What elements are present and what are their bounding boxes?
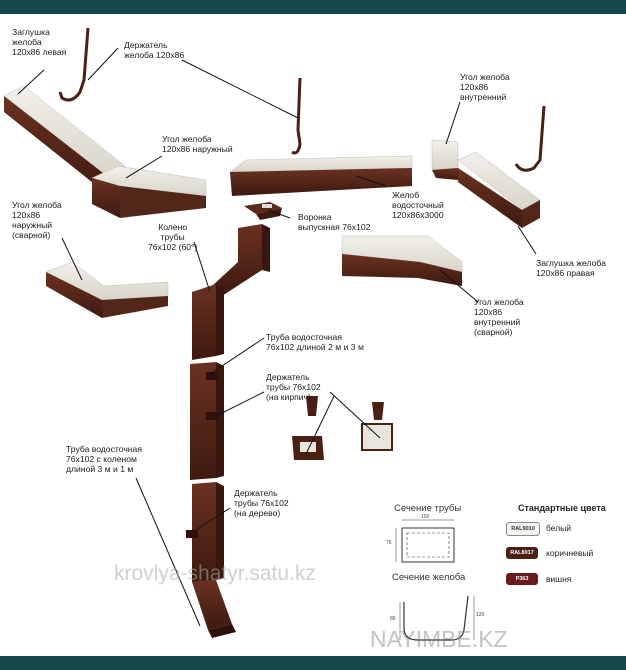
swatch-white-name: белый [546,523,572,533]
label-pipe-elbow: Труба водосточная 76х102 с коленом длино… [66,444,142,474]
funnel-piece [244,202,282,220]
swatch-cherry: P363 [506,573,538,585]
gutter-corner-inner-welded-piece [341,235,463,286]
swatch-brown: RAL8017 [506,547,538,559]
leader-lines [17,47,537,627]
swatch-brown-name: коричневый [546,548,594,558]
label-cap-right: Заглушка желоба 120х86 правая [536,258,606,278]
pipe-height-dim: 76 [386,540,392,546]
gutter-straight-piece [229,155,413,196]
label-elbow: Колено трубы 76х102 (60°) [148,222,198,252]
label-funnel: Воронка выпускная 76х102 [298,212,371,232]
pipe-section-title: Сечение трубы [394,503,462,514]
label-corner-inner: Угол желоба 120х86 внутренний [460,72,510,102]
gutter-corner-inner-piece [431,139,541,228]
pipe-width-dim: 102 [421,514,430,520]
colors-title: Стандартные цвета [518,503,606,513]
pipe-section-drawing [395,519,455,563]
gutter-holder-center [291,77,302,155]
label-holder-gutter: Держатель желоба 120х86 [124,40,185,60]
gutter-section-drawing [399,595,475,641]
label-cap-left: Заглушка желоба 120х86 левая [12,27,67,57]
top-frame [0,0,626,14]
gutter-height-right-dim: 120 [476,612,485,618]
gutter-holder-right [514,105,546,172]
label-corner-outer-welded: Угол желоба 120х86 наружный (сварной) [12,200,62,240]
label-holder-wood: Держатель трубы 76х102 (на дерево) [234,488,289,518]
gutter-height-left-dim: 86 [390,616,396,622]
gutter-corner-outer-piece [91,165,207,218]
holder-brick-piece [292,396,393,460]
bottom-frame [0,656,626,670]
label-corner-inner-welded: Угол желоба 120х86 внутренний (сварной) [474,297,524,337]
swatch-white: RAL9010 [506,522,540,536]
label-corner-outer: Угол желоба 120х86 наружный [162,134,233,154]
label-pipe-2-3: Труба водосточная 76х102 длиной 2 м и 3 … [266,332,364,352]
swatch-cherry-name: вишня [546,574,572,584]
label-gutter: Желоб водосточный 120х86х3000 [392,190,444,220]
gutter-holder-left [58,27,90,102]
downpipe-assembly [186,224,270,638]
gutter-corner-outer-welded-piece [45,261,169,318]
gutter-section-title: Сечение желоба [392,572,466,583]
label-holder-brick: Держатель трубы 76х102 (на кирпич) [266,372,321,402]
